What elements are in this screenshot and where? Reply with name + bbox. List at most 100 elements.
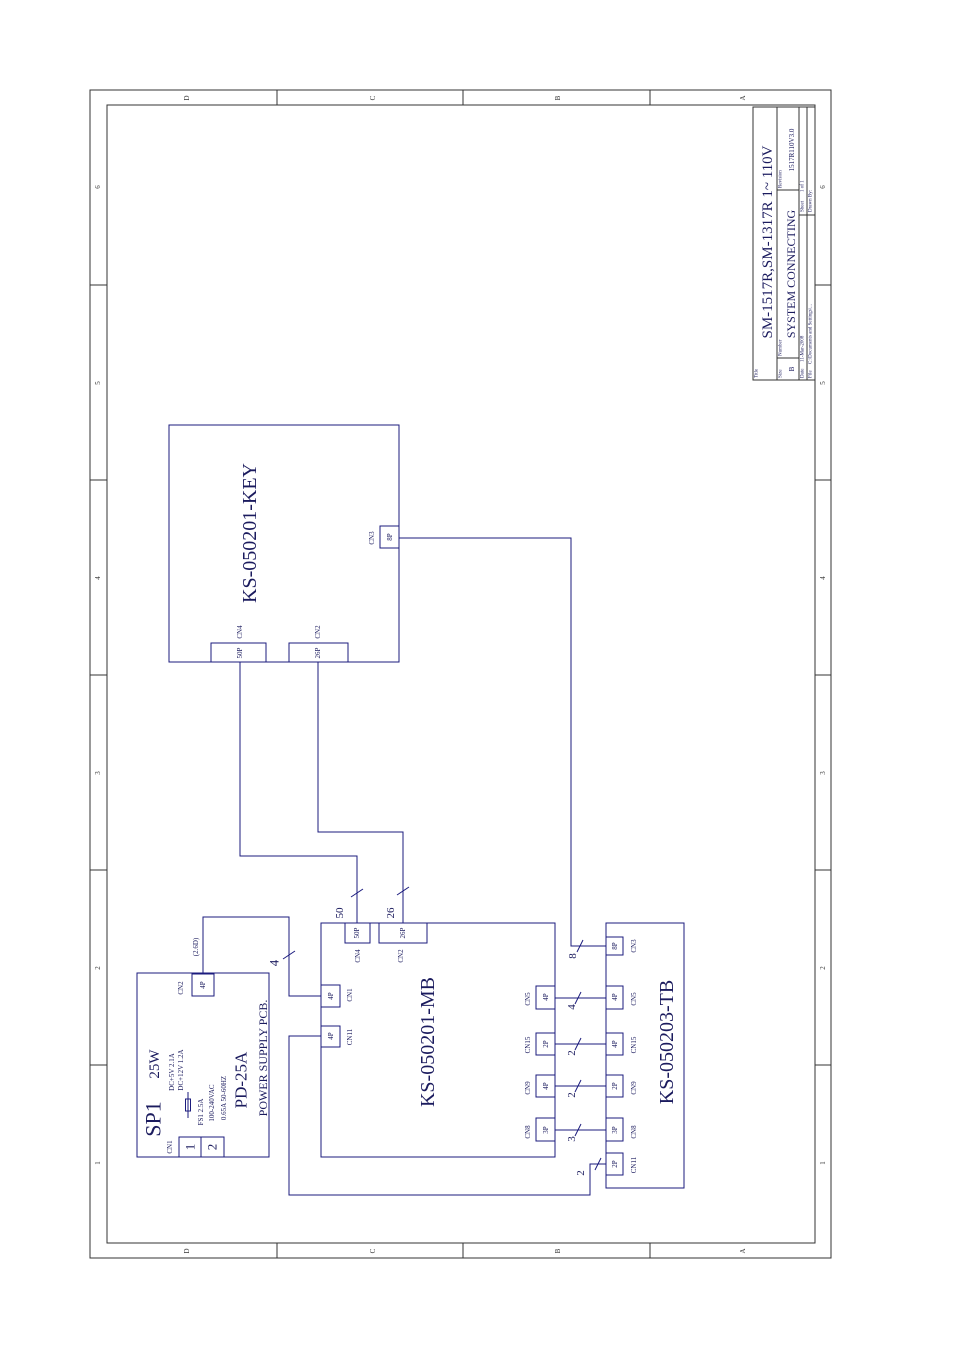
wire-count-slash — [282, 950, 296, 960]
size-value: B — [788, 366, 796, 371]
zone-number-right: 4 — [819, 576, 827, 580]
zone-number-left: 5 — [94, 381, 102, 385]
zone-number-left: 6 — [94, 185, 102, 189]
title-block: Title SM-1517R,SM-1317R 1~ 110V Size Num… — [752, 106, 816, 381]
wire-count-slash — [574, 1123, 582, 1137]
drawing-number: SYSTEM CONNECTING — [784, 210, 798, 339]
wire-count-slash — [594, 1157, 602, 1171]
wire-key-cn2-to-mb-cn2 — [317, 662, 404, 923]
mb-cn2-label: CN2 — [397, 949, 405, 963]
tb-board: KS-050203-TB 8P CN3 4P CN5 4P CN15 2P CN… — [605, 922, 685, 1189]
mb-cn15-pins: 2P — [542, 1040, 550, 1048]
zone-number-left: 1 — [94, 1161, 102, 1165]
zone-number-left: 3 — [94, 771, 102, 775]
sp1-output-12v: DC+12V 1.2A — [177, 1049, 185, 1090]
key-cn4-label: CN4 — [236, 625, 244, 639]
key-cn2-pins: 26P — [314, 647, 322, 658]
sp1-description: POWER SUPPLY PCB. — [256, 1000, 270, 1117]
wire-count-slash — [350, 888, 364, 898]
wire-count-label: 2 — [566, 1092, 578, 1098]
sheet-label: Sheet — [801, 200, 806, 212]
drawn-by-label: Drawn By: — [809, 190, 814, 212]
inner-frame — [106, 104, 816, 1244]
sp1-cn1-pin2: 2 — [205, 1144, 220, 1151]
wire-count-slash — [576, 939, 584, 953]
key-cn3-label: CN3 — [368, 531, 376, 545]
sp1-input-current: 0.65A 50-60HZ — [220, 1076, 228, 1120]
sp1-cn2-label: CN2 — [177, 981, 185, 995]
size-label: Size — [779, 369, 784, 378]
tb-cn11-pins: 2P — [611, 1160, 619, 1168]
wire-count-label: 3 — [566, 1136, 578, 1142]
key-cn4-pins: 50P — [236, 647, 244, 658]
sp1-power: 25W — [147, 1049, 163, 1079]
mb-cn8-label: CN8 — [524, 1125, 532, 1139]
mb-cn9-pins: 4P — [542, 1082, 550, 1090]
sheet-value: 1 of 1 — [801, 180, 806, 192]
wire-count-slash — [574, 1037, 582, 1051]
outer-frame — [89, 89, 832, 1259]
title-block-border — [752, 106, 816, 381]
date-value: 11-Mar-2008 — [801, 335, 806, 362]
zone-letter-bottom: C — [369, 1248, 377, 1253]
number-label: Number — [779, 339, 784, 356]
tb-cn11-label: CN11 — [630, 1156, 638, 1173]
tb-cn9-pins: 2P — [611, 1082, 619, 1090]
revision-value: 1517R110V3.0 — [788, 128, 796, 171]
mb-cn11-label: CN11 — [346, 1028, 354, 1045]
tb-cn15-label: CN15 — [630, 1036, 638, 1053]
sp1-input-voltage: 100-240VAC — [208, 1084, 216, 1122]
zone-letter-bottom: A — [739, 1248, 747, 1253]
zone-letter-top: D — [183, 95, 191, 100]
wire-count-label: 2 — [575, 1170, 587, 1176]
date-label: Date — [801, 368, 806, 378]
mb-cn4-label: CN4 — [354, 949, 362, 963]
key-cn3-pins: 8P — [386, 533, 394, 541]
mb-board-name: KS-050201-MB — [417, 977, 439, 1107]
tb-cn8-pins: 3P — [611, 1126, 619, 1134]
zone-number-right: 1 — [819, 1161, 827, 1165]
zone-letter-top: A — [739, 95, 747, 100]
mb-cn15-label: CN15 — [524, 1036, 532, 1053]
mb-cn2-pins: 26P — [399, 927, 407, 938]
sp1-cn2-pins: 4P — [199, 981, 207, 989]
sp1-model: PD-25A — [232, 1051, 251, 1108]
fuse-icon — [185, 1098, 191, 1112]
zone-number-left: 4 — [94, 576, 102, 580]
zone-letter-top: C — [369, 95, 377, 100]
wire-count-slash — [574, 991, 582, 1005]
tb-cn3-pins: 8P — [611, 942, 619, 950]
tb-cn5-label: CN5 — [630, 992, 638, 1006]
sp1-fuse: FS1 2.5A — [197, 1099, 205, 1126]
tb-cn15-pins: 4P — [611, 1040, 619, 1048]
wire-key-cn4-to-mb-cn4 — [239, 662, 358, 923]
wire-count-label: 26 — [385, 907, 397, 919]
file-label: File — [809, 369, 814, 378]
sp1-output-5v: DC+5V 2.1A — [168, 1053, 176, 1091]
mb-board: KS-050201-MB 50P CN4 26P CN2 4P CN1 4P C… — [320, 922, 556, 1158]
key-board-name: KS-050201-KEY — [239, 463, 261, 603]
zone-number-right: 3 — [819, 771, 827, 775]
tb-cn5-pins: 4P — [611, 993, 619, 1001]
sp1-ref: SP1 — [141, 1101, 166, 1136]
key-board: KS-050201-KEY 50P CN4 26P CN2 8P CN3 — [168, 424, 400, 663]
mb-cn4-pins: 50P — [353, 927, 361, 938]
wire-count-label: 50 — [334, 907, 346, 919]
revision-label: Revision — [779, 170, 784, 188]
file-path: C:\Documents and Settings\... — [809, 304, 814, 364]
wire-count-label: 2 — [566, 1050, 578, 1056]
wire-tb-cn11-to-mb-cn11 — [288, 1035, 606, 1196]
key-cn4-connector — [210, 642, 267, 663]
sp1-cn2-connector — [191, 973, 215, 997]
zone-letter-bottom: B — [554, 1248, 562, 1253]
sp1-cn2-note: (2.6D) — [192, 937, 200, 956]
wires: 50 26 4 8 4 2 2 3 2 — [202, 537, 606, 1196]
zone-letter-bottom: D — [183, 1248, 191, 1253]
wire-sp1-cn2-to-mb-cn1 — [202, 916, 321, 997]
sp1-cn1-pin1: 1 — [183, 1144, 198, 1151]
title-label: Title — [755, 368, 760, 378]
zone-number-right: 2 — [819, 966, 827, 970]
wire-count-slash — [574, 1079, 582, 1093]
tb-cn3-label: CN3 — [630, 939, 638, 953]
